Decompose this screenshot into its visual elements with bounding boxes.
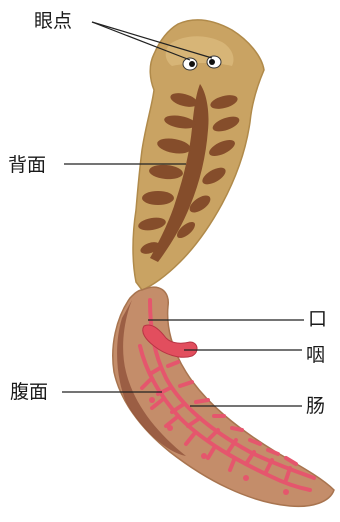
- intestine-dot: [283, 489, 289, 495]
- intestine-dot: [149, 397, 155, 403]
- eyespot-left-pupil: [189, 61, 195, 67]
- intestine-dot: [167, 425, 173, 431]
- label-ventral: 腹面: [10, 383, 48, 402]
- label-intestine: 肠: [306, 397, 325, 416]
- pigment-blotch: [142, 191, 174, 205]
- label-eyespot: 眼点: [34, 12, 72, 31]
- label-dorsal: 背面: [8, 156, 46, 175]
- label-mouth: 口: [308, 310, 327, 329]
- label-pharynx: 咽: [306, 346, 325, 365]
- eyespot-right-pupil: [209, 59, 215, 65]
- intestine-dot: [201, 453, 207, 459]
- intestine-dot: [243, 475, 249, 481]
